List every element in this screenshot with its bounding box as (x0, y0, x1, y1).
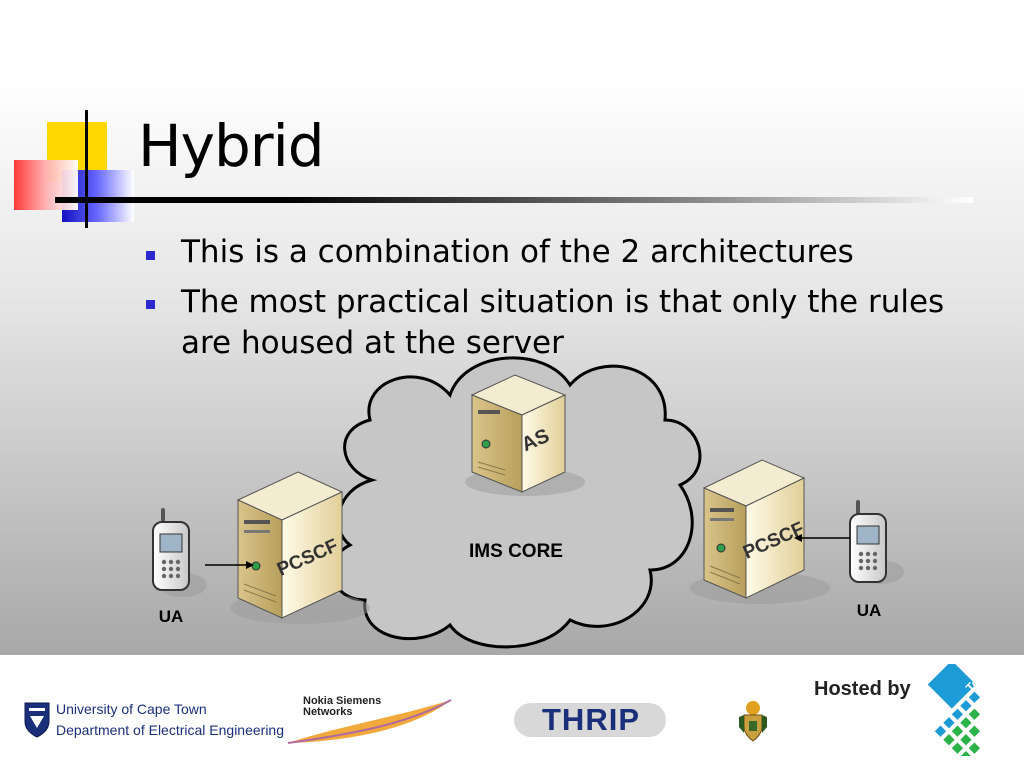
right-pcscf-server: PCSCF (690, 459, 830, 604)
bullet-text-2: The most practical situation is that onl… (181, 284, 945, 320)
bullet-text-1: This is a combination of the 2 architect… (181, 234, 854, 270)
right-ua-label: UA (857, 601, 882, 620)
uct-line2: Department of Electrical Engineering (56, 722, 285, 738)
deco-vertical-line (85, 110, 88, 228)
title-underline (55, 197, 973, 203)
thrip-wordmark: THRIP (542, 702, 640, 737)
slide-background: Hybrid This is a combination of the 2 ar… (0, 0, 1024, 655)
nsn-line1: Nokia Siemens (303, 695, 382, 707)
nsn-swoosh-icon (287, 699, 452, 744)
bullet-marker (146, 300, 155, 309)
thrip-logo (514, 703, 666, 737)
bullet-marker (146, 251, 155, 260)
coat-of-arms-icon (739, 701, 767, 742)
right-arrowhead (794, 534, 802, 542)
right-phone-icon (849, 500, 904, 584)
uct-crest-icon (24, 702, 50, 738)
bullet-text-2-cont: are housed at the server (181, 325, 564, 361)
slide-title: Hybrid (138, 112, 325, 180)
uct-line1: University of Cape Town (56, 701, 207, 717)
telkom-logo-icon (927, 664, 981, 756)
nsn-line2: Networks (303, 706, 353, 718)
left-pcscf-server: PCSCF (230, 471, 370, 624)
footer-logos: University of Cape Town Department of El… (0, 655, 1024, 768)
cloud-label: IMS CORE (469, 541, 563, 562)
left-arrowhead (246, 561, 254, 569)
left-phone-icon (152, 508, 207, 597)
left-ua-label: UA (159, 607, 184, 626)
as-server: AS (465, 374, 585, 496)
ims-cloud (330, 356, 702, 649)
ims-diagram: IMS CORE AS PCSCF (152, 356, 904, 649)
hosted-by-label: Hosted by (814, 678, 911, 700)
